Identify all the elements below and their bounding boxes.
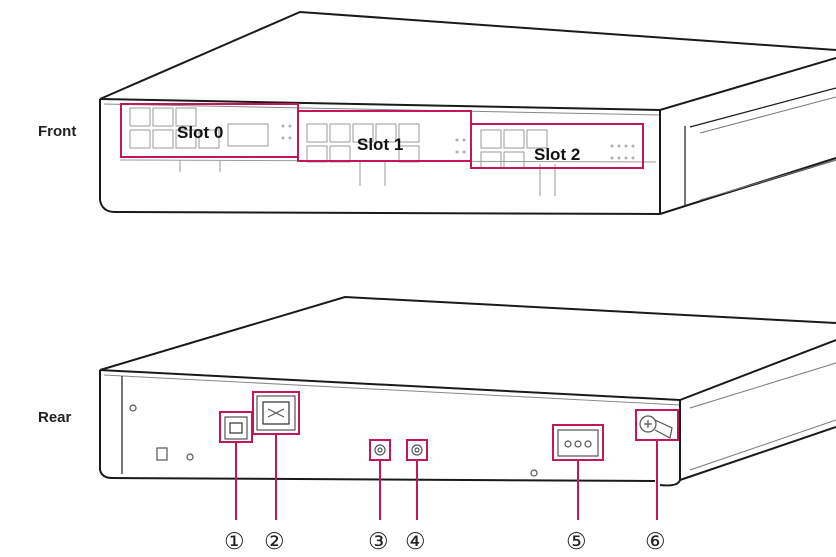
slot-0-label: Slot 0 [177,123,223,142]
callout-1: ① [224,529,245,555]
front-chassis [99,10,836,215]
front-leds [281,124,635,160]
slot-2-box [470,123,644,169]
rear-components [129,395,673,477]
jack-4 [411,444,423,456]
terminal-block [557,429,599,457]
power-switch [224,416,248,440]
callout-2: ② [264,529,285,555]
rear-view-label: Rear [38,409,72,426]
slot-2-label: Slot 2 [534,145,580,164]
callout-6: ⑥ [645,529,666,555]
callout-4: ④ [405,529,426,555]
slot-highlights [120,103,644,169]
front-details [119,107,657,196]
rear-chassis [99,295,836,487]
slot-1-label: Slot 1 [357,135,403,154]
callout-3: ③ [368,529,389,555]
callout-5: ⑤ [566,529,587,555]
power-inlet [256,395,296,431]
ground-screw [639,415,657,433]
jack-3 [374,444,386,456]
callout-highlights [219,391,679,520]
front-view-label: Front [38,123,77,140]
